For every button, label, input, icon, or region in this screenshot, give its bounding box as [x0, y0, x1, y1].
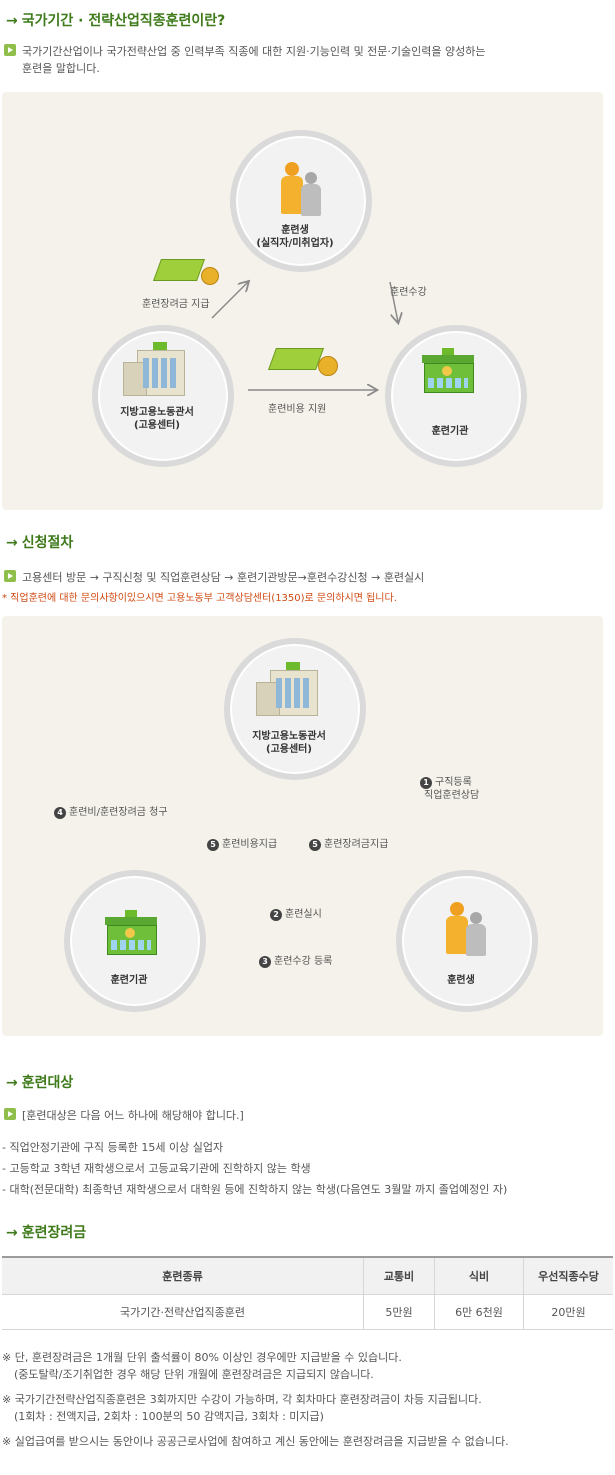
table-cell: 국가기간·전략산업직종훈련	[2, 1294, 364, 1330]
target-intro: [훈련대상은 다음 어느 하나에 해당해야 합니다.]	[22, 1109, 244, 1122]
table-header-row: 훈련종류 교통비 식비 우선직종수당	[2, 1256, 613, 1295]
trainee-label: 훈련생 (실직자/미취업자)	[256, 225, 334, 249]
definition-text-line1: 국가기간산업이나 국가전략산업 중 인력부족 직종에 대한 지원·기능인력 및 …	[22, 45, 486, 58]
arrow-office-to-trainee	[211, 282, 248, 319]
bullet-play-icon	[4, 570, 16, 582]
people-icon	[281, 162, 325, 220]
allowance-note: (1회차 : 전액지급, 2회차 : 100분의 50 감액지급, 3회차 : …	[14, 1410, 324, 1423]
institution-building-icon	[103, 910, 161, 955]
step-number-badge: 1	[420, 777, 432, 789]
institution-label: 훈련기관	[110, 975, 148, 986]
money-icon	[267, 340, 338, 380]
arrow-right-icon: →	[6, 13, 18, 29]
allowance-note: (중도탈락/조기취업한 경우 해당 단위 개월에 훈련장려금은 지급되지 않습니…	[14, 1368, 374, 1381]
procedure-text: 고용센터 방문 → 구직신청 및 직업훈련상담 → 훈련기관방문→훈련수강신청 …	[22, 571, 425, 584]
column-header: 훈련종류	[2, 1256, 364, 1295]
bullet-play-icon	[4, 44, 16, 56]
people-icon	[446, 902, 490, 960]
arrow-trainee-to-institution	[389, 281, 398, 322]
section-title-target: →훈련대상	[6, 1075, 74, 1091]
bullet-play-icon	[4, 1108, 16, 1120]
step-number-badge: 5	[207, 839, 219, 851]
target-item: - 직업안정기관에 구직 등록한 15세 이상 실업자	[2, 1141, 224, 1154]
office-building-icon	[256, 662, 324, 716]
section-title-allowance: →훈련장려금	[6, 1225, 87, 1241]
section-title-procedure: →신청절차	[6, 535, 74, 551]
arrow-right-icon: →	[6, 1075, 18, 1091]
step-number-badge: 3	[259, 956, 271, 968]
money-icon	[152, 253, 219, 291]
table-row: 국가기간·전략산업직종훈련 5만원 6만 6천원 20만원	[2, 1294, 613, 1330]
institution-label: 훈련기관	[431, 426, 469, 437]
column-header: 식비	[434, 1256, 524, 1295]
institution-circle	[385, 325, 527, 467]
office-label: 지방고용노동관서 (고용센터)	[120, 407, 194, 431]
target-item: - 고등학교 3학년 재학생으로서 고등교육기관에 진학하지 않는 학생	[2, 1162, 311, 1175]
allowance-label: 훈련장려금 지급	[142, 299, 210, 310]
step-number-badge: 4	[54, 807, 66, 819]
section-title-definition: →국가기간 · 전략산업직종훈련이란?	[6, 13, 226, 29]
allowance-note: ※ 국가기간전략산업직종훈련은 3회까지만 수강이 가능하며, 각 회차마다 훈…	[2, 1393, 482, 1406]
table-cell: 6만 6천원	[434, 1294, 524, 1330]
office-label: 지방고용노동관서 (고용센터)	[252, 731, 326, 755]
step-number-badge: 2	[270, 909, 282, 921]
allowance-note: ※ 실업급여를 받으시는 동안이나 공공근로사업에 참여하고 계신 동안에는 훈…	[2, 1435, 509, 1448]
table-cell: 5만원	[363, 1294, 435, 1330]
allowance-table: 훈련종류 교통비 식비 우선직종수당 국가기간·전략산업직종훈련 5만원 6만 …	[2, 1256, 613, 1330]
inquiry-note: * 직업훈련에 대한 문의사항이있으시면 고용노동부 고객상담센터(1350)로…	[2, 593, 397, 604]
trainee-label: 훈련생	[447, 975, 475, 986]
office-building-icon	[123, 342, 191, 396]
column-header: 교통비	[363, 1256, 435, 1295]
table-cell: 20만원	[523, 1294, 613, 1330]
institution-building-icon	[420, 348, 478, 393]
cost-support-label: 훈련비용 지원	[268, 404, 327, 415]
definition-text-line2: 훈련을 말합니다.	[22, 62, 100, 75]
allowance-note: ※ 단, 훈련장려금은 1개월 단위 출석률이 80% 이상인 경우에만 지급받…	[2, 1351, 402, 1364]
target-item: - 대학(전문대학) 최종학년 재학생으로서 대학원 등에 진학하지 않는 학생…	[2, 1183, 508, 1196]
attend-label: 훈련수강	[390, 287, 427, 298]
arrow-right-icon: →	[6, 535, 18, 551]
step-number-badge: 5	[309, 839, 321, 851]
arrow-right-icon: →	[6, 1225, 18, 1241]
column-header: 우선직종수당	[523, 1256, 613, 1295]
